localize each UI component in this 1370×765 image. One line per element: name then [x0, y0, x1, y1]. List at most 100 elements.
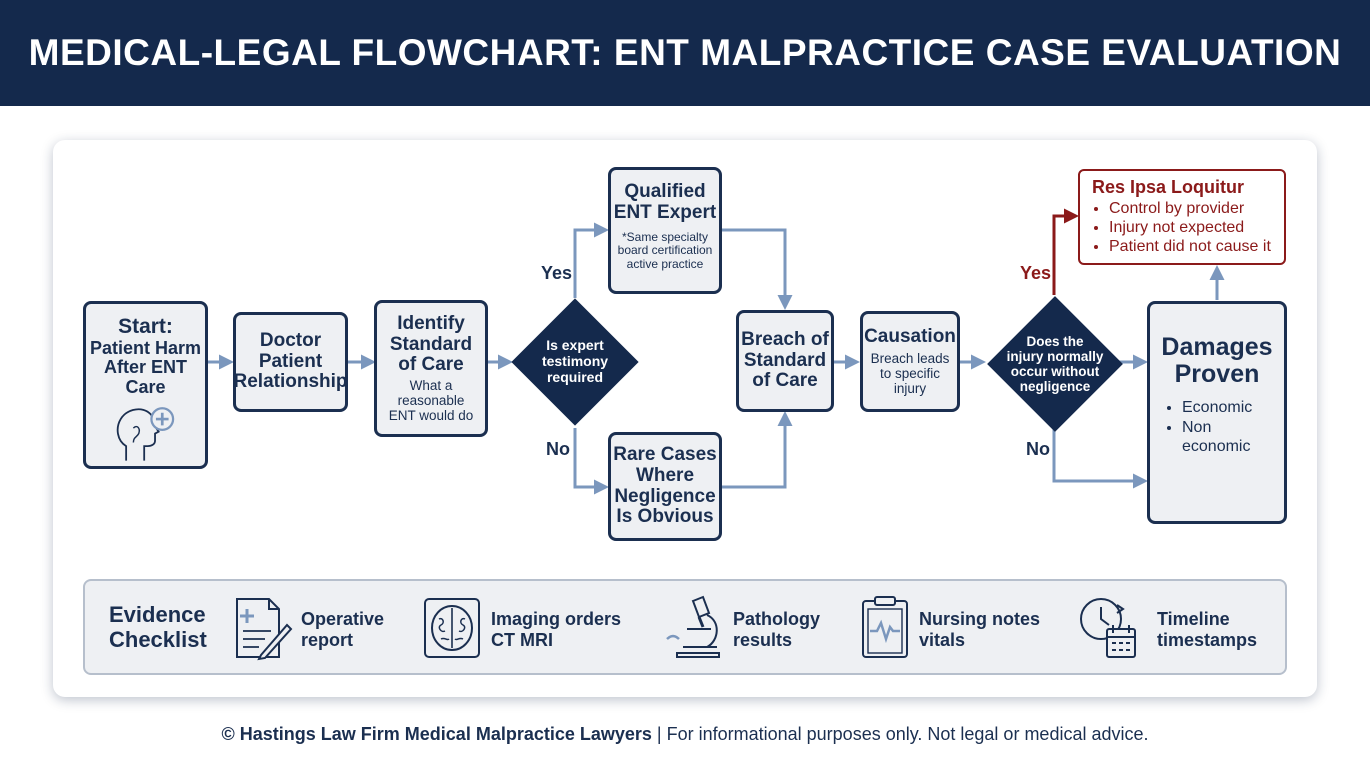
standard-title-1: Identify — [397, 313, 465, 335]
evidence-label-line: report — [301, 630, 354, 651]
arrow-no-to-damages — [1052, 428, 1148, 489]
yes-label-expert: Yes — [541, 263, 573, 283]
expert-sub-3: active practice — [626, 256, 704, 271]
injury-decision-line-1: Does the — [1026, 333, 1084, 349]
rare-line-1: Rare Cases — [613, 444, 717, 466]
res-ipsa-item: Injury not expected — [1109, 219, 1284, 238]
arrow-decision-to-expert — [573, 222, 609, 298]
res-ipsa-item: Control by provider — [1109, 200, 1284, 219]
evidence-label-timeline: Timeline timestamps — [1157, 609, 1257, 651]
expert-decision-text: Is expert testimony required — [520, 317, 630, 407]
qualified-expert-box: Qualified ENT Expert *Same specialty boa… — [608, 167, 722, 294]
injury-decision-line-3: occur without — [1010, 364, 1100, 379]
evidence-label-line: Nursing notes — [919, 609, 1041, 629]
rare-cases-box: Rare Cases Where Negligence Is Obvious — [608, 432, 722, 541]
title-banner: MEDICAL-LEGAL FLOWCHART: ENT MALPRACTICE… — [0, 0, 1370, 106]
evidence-label-line: Imaging orders — [491, 609, 622, 629]
yes-label-injury: Yes — [1020, 263, 1052, 283]
relationship-box: Doctor Patient Relationship — [233, 312, 348, 412]
standard-of-care-box: Identify Standard of Care What a reasona… — [374, 300, 488, 437]
expert-sub-2: board certification — [617, 243, 713, 258]
evidence-label-line: results — [733, 630, 793, 651]
damages-title-2: Proven — [1174, 360, 1260, 388]
start-box: Start: Patient Harm After ENT Care — [83, 301, 208, 469]
page-title: MEDICAL-LEGAL FLOWCHART: ENT MALPRACTICE… — [28, 32, 1342, 73]
evidence-label-pathology: Pathology results — [733, 609, 820, 651]
footer-disclaimer: © Hastings Law Firm Medical Malpractice … — [0, 724, 1370, 745]
res-ipsa-list: Control by provider Injury not expected … — [1092, 200, 1284, 257]
damages-item: Economic — [1182, 398, 1284, 418]
relationship-line-3: Relationship — [233, 371, 348, 393]
evidence-title: Evidence Checklist — [109, 602, 207, 652]
start-title: Start: — [118, 315, 173, 338]
start-line-2: After ENT Care — [103, 357, 187, 397]
brain-scan-icon — [424, 598, 480, 658]
causation-sub-3: injury — [893, 381, 927, 397]
evidence-title-line-2: Checklist — [109, 626, 207, 652]
evidence-item-operative: Operative report — [231, 595, 391, 661]
expert-title-2: ENT Expert — [613, 201, 717, 223]
evidence-label-line: Pathology — [733, 609, 821, 629]
evidence-label-line: timestamps — [1157, 630, 1258, 651]
causation-sub-1: Breach leads — [870, 351, 950, 367]
document-pen-icon — [236, 598, 293, 661]
breach-line-2: Standard — [743, 349, 827, 371]
injury-decision-text: Does the injury normally occur without n… — [990, 316, 1120, 412]
standard-sub-2: reasonable — [397, 392, 465, 408]
evidence-title-line-1: Evidence — [109, 602, 206, 627]
evidence-checklist: Evidence Checklist Operative report Imag… — [83, 579, 1287, 675]
rare-line-2: Where — [635, 464, 695, 486]
arrow-yes-to-res-ipsa — [1052, 208, 1079, 295]
expert-decision-line-1: Is expert — [546, 337, 604, 354]
standard-sub-1: What a — [409, 377, 453, 393]
rare-line-4: Is Obvious — [616, 506, 714, 528]
evidence-label-line: vitals — [919, 630, 966, 651]
evidence-label-line: Operative — [301, 609, 385, 629]
no-label-expert: No — [546, 439, 570, 459]
evidence-item-nursing: Nursing notes vitals — [857, 595, 1047, 661]
arrow-decision-to-rare — [573, 428, 609, 495]
breach-line-3: of Care — [752, 370, 818, 392]
evidence-label-line: Timeline — [1157, 609, 1230, 629]
standard-title-2: Standard — [389, 333, 473, 355]
rare-line-3: Negligence — [614, 485, 716, 507]
res-ipsa-title: Res Ipsa Loquitur — [1092, 177, 1245, 197]
damages-item: Non economic — [1182, 418, 1284, 457]
footer-firm: © Hastings Law Firm Medical Malpractice … — [221, 724, 652, 744]
breach-line-1: Breach of — [741, 329, 829, 351]
evidence-item-imaging: Imaging orders CT MRI — [421, 595, 621, 661]
causation-title: Causation — [864, 325, 956, 347]
res-ipsa-item: Patient did not cause it — [1109, 238, 1284, 257]
expert-title-1: Qualified — [624, 181, 706, 202]
no-label-injury: No — [1026, 439, 1050, 459]
evidence-label-nursing: Nursing notes vitals — [919, 609, 1040, 651]
clipboard-heartbeat-icon — [862, 596, 908, 658]
evidence-label-line: CT MRI — [491, 630, 553, 651]
standard-sub-3: ENT would do — [388, 407, 474, 423]
evidence-item-pathology: Pathology results — [663, 595, 823, 661]
clock-calendar-icon — [1080, 598, 1136, 658]
start-line-1: Patient Harm — [89, 337, 202, 358]
expert-decision-line-3: required — [546, 368, 603, 385]
res-ipsa-box: Res Ipsa Loquitur Control by provider In… — [1078, 169, 1286, 265]
causation-box: Causation Breach leads to specific injur… — [860, 311, 960, 412]
standard-title-3: of Care — [398, 354, 464, 376]
causation-sub-2: to specific — [879, 366, 941, 382]
breach-box: Breach of Standard of Care — [736, 310, 834, 412]
relationship-line-2: Patient — [258, 350, 323, 372]
head-plus-icon — [116, 407, 174, 461]
injury-decision-line-4: negligence — [1019, 379, 1091, 395]
arrow-rare-to-breach — [722, 411, 793, 489]
microscope-icon — [666, 595, 720, 658]
evidence-label-operative: Operative report — [301, 609, 384, 651]
evidence-item-timeline: Timeline timestamps — [1077, 595, 1267, 661]
footer-note: | For informational purposes only. Not l… — [651, 724, 1149, 744]
expert-decision-line-2: testimony — [541, 353, 609, 370]
relationship-line-1: Doctor — [259, 330, 322, 352]
injury-decision-line-2: injury normally — [1006, 348, 1104, 364]
damages-box: Damages Proven Economic Non economic — [1147, 301, 1287, 524]
evidence-label-imaging: Imaging orders CT MRI — [491, 609, 621, 651]
arrow-expert-to-breach — [722, 228, 793, 310]
expert-sub-1: *Same specialty — [621, 230, 709, 245]
